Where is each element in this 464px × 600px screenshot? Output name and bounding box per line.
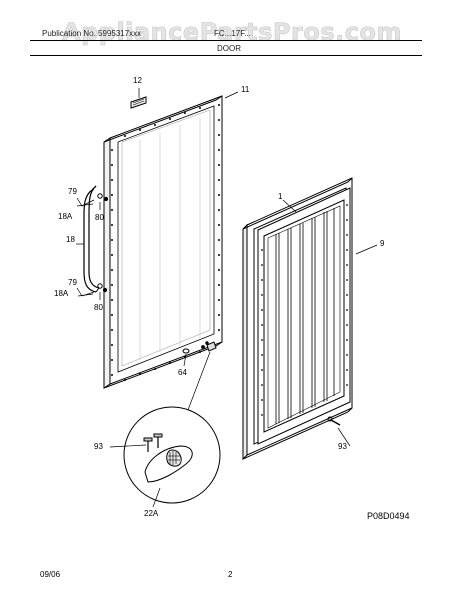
callout-93-right: 93 xyxy=(338,442,347,451)
publication-number: Publication No. 5995317xxx xyxy=(42,29,142,38)
inner-door-liner xyxy=(257,187,351,445)
callout-9: 9 xyxy=(380,239,385,248)
label-plate xyxy=(130,96,147,109)
callout-80-bottom: 80 xyxy=(94,303,103,312)
screw-93-detail xyxy=(143,433,163,452)
callout-18a-bottom: 18A xyxy=(54,289,69,298)
header-rule-bottom xyxy=(30,55,422,56)
leader-lines xyxy=(76,88,378,508)
callout-12: 12 xyxy=(133,76,142,85)
callout-18a-top: 18A xyxy=(58,212,73,221)
footer-page-number: 2 xyxy=(228,570,233,579)
callout-1: 1 xyxy=(278,192,283,201)
outer-door-panel xyxy=(103,95,223,389)
screw-93-right xyxy=(327,416,341,426)
callout-11: 11 xyxy=(241,85,250,94)
watermark: AppliancePartsPros.com xyxy=(62,18,402,47)
footer-date: 09/06 xyxy=(40,570,61,579)
liner-screw-holes xyxy=(261,204,348,416)
detail-circle xyxy=(123,406,221,504)
callout-79-top: 79 xyxy=(68,187,77,196)
callout-18: 18 xyxy=(66,235,75,244)
header-rule-top xyxy=(30,40,422,41)
callout-80-top: 80 xyxy=(95,213,104,222)
plug-64 xyxy=(182,348,190,354)
callout-79-bottom: 79 xyxy=(68,278,77,287)
diagram-id: P08D0494 xyxy=(367,511,410,521)
callout-22a: 22A xyxy=(144,509,159,518)
hinge-hardware xyxy=(201,341,217,352)
callout-64: 64 xyxy=(178,368,187,377)
callout-93-left: 93 xyxy=(94,442,103,451)
door-screw-holes xyxy=(111,104,220,381)
model-number: FC...17F... xyxy=(214,29,251,38)
section-title: DOOR xyxy=(217,44,241,53)
